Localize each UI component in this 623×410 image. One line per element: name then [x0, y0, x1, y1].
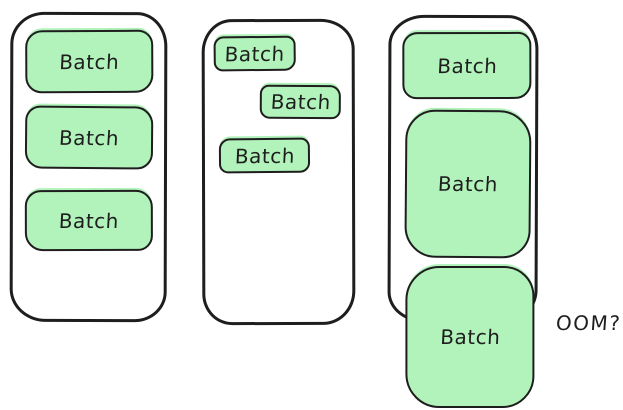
- memory-container-overflow: Batch Batch Batch: [387, 14, 539, 409]
- batch-label: Batch: [439, 325, 501, 350]
- memory-container-scattered: Batch Batch Batch: [201, 18, 356, 326]
- batch-label: Batch: [436, 53, 498, 78]
- batch-box: Batch: [25, 29, 154, 94]
- batch-box: Batch: [404, 109, 532, 259]
- batch-label: Batch: [269, 89, 332, 115]
- batch-label: Batch: [233, 143, 295, 168]
- batch-box: Batch: [218, 137, 311, 174]
- batch-box: Batch: [259, 84, 341, 120]
- batch-box: Batch: [24, 105, 154, 170]
- batch-label: Batch: [58, 208, 120, 233]
- batch-box: Batch: [24, 189, 153, 252]
- batch-label: Batch: [58, 125, 120, 150]
- batch-label: Batch: [437, 171, 499, 197]
- batch-box: Batch: [213, 35, 296, 72]
- oom-annotation: OOM?: [555, 311, 623, 335]
- batch-box-overflowing: Batch: [405, 266, 535, 409]
- batch-box: Batch: [402, 31, 532, 100]
- memory-container-uniform: Batch Batch Batch: [9, 11, 168, 323]
- batch-label: Batch: [58, 49, 120, 74]
- batch-label: Batch: [224, 41, 286, 66]
